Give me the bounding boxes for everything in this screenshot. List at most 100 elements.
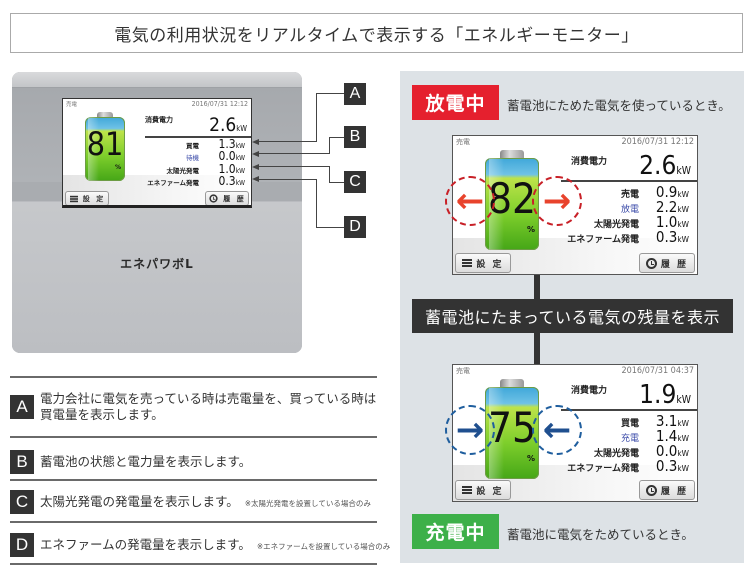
desc-text-d: エネファームの発電量を表示します。※エネファームを設置している場合のみ <box>40 537 390 555</box>
row-value-solar: 1.0kW <box>656 213 689 231</box>
unit: kW <box>677 418 689 428</box>
charge-tag: 充電中 <box>412 514 499 549</box>
row-value-buy: 3.1kW <box>656 412 689 430</box>
leader-a-top <box>316 93 344 94</box>
desc-text-d-main: エネファームの発電量を表示します。 <box>40 537 251 552</box>
settings-button[interactable]: 設 定 <box>65 191 109 205</box>
screen-separator <box>145 136 251 138</box>
desc-badge-b: B <box>10 450 34 474</box>
history-button[interactable]: 履 歴 <box>639 253 695 273</box>
leader-b-top <box>329 137 344 138</box>
connector-bar-top <box>534 263 540 299</box>
value: 0.0 <box>655 442 678 460</box>
value: 1.4 <box>655 427 678 445</box>
unit: kW <box>677 433 689 443</box>
battery-icon: 75 % <box>485 379 539 479</box>
divider <box>10 436 377 438</box>
callout-badge-b: B <box>344 126 366 148</box>
consumption-unit: kW <box>236 124 247 133</box>
desc-note-c: ※太陽光発電を設置している場合のみ <box>244 499 371 508</box>
menu-icon <box>462 486 473 494</box>
value: 2.2 <box>655 198 678 216</box>
value: 1.3 <box>218 137 236 151</box>
leader-d-bottom <box>316 227 344 228</box>
arrow-d <box>252 176 259 182</box>
settings-label: 設 定 <box>476 259 504 270</box>
desc-text-a-line2: 買電量を表示します。 <box>40 407 164 422</box>
battery-percent-unit: % <box>527 454 536 463</box>
clock-icon <box>645 257 657 269</box>
row-value-standby: 0.0kW <box>219 149 245 163</box>
row-value-enefarm: 0.3kW <box>656 457 689 475</box>
value: 1.0 <box>655 213 678 231</box>
history-button[interactable]: 履 歴 <box>205 191 249 205</box>
device-screen: 売電 2016/07/31 12:12 81 % 消費電力 2.6kW 買電 1… <box>62 98 252 208</box>
battery-body <box>485 387 539 479</box>
device-top-edge <box>12 72 302 88</box>
menu-icon <box>462 259 473 267</box>
clock-icon <box>645 484 657 496</box>
leader-a <box>259 93 317 142</box>
value: 0.3 <box>655 228 678 246</box>
history-label: 履 歴 <box>223 194 246 203</box>
row-value-enefarm: 0.3kW <box>656 228 689 246</box>
connector-bar-bottom <box>534 333 540 367</box>
unit: kW <box>235 154 245 162</box>
arrow-left-icon: ← <box>542 410 572 450</box>
divider <box>10 521 377 523</box>
history-button[interactable]: 履 歴 <box>639 480 695 500</box>
consumption-value: 2.6kW <box>639 152 691 185</box>
row-label-enefarm: エネファーム発電 <box>567 464 639 474</box>
row-value-sell: 0.9kW <box>656 183 689 201</box>
unit: kW <box>677 219 689 229</box>
unit: kW <box>235 179 245 187</box>
row-label-discharge: 放電 <box>620 205 639 215</box>
row-label-buy: 買電 <box>186 142 199 150</box>
page-title: 電気の利用状況をリアルタイムで表示する「エネルギーモニター」 <box>10 13 743 53</box>
desc-text-c-main: 太陽光発電の発電量を表示します。 <box>40 494 239 509</box>
callout-badge-c: C <box>344 171 366 193</box>
row-value-charge: 1.4kW <box>656 427 689 445</box>
history-label: 履 歴 <box>660 259 689 270</box>
settings-button[interactable]: 設 定 <box>455 480 511 500</box>
battery-cap <box>500 379 524 387</box>
divider <box>10 479 377 481</box>
row-label-solar: 太陽光発電 <box>166 167 200 175</box>
desc-text-a: 電力会社に電気を売っている時は売電量を、買っている時は 買電量を表示します。 <box>40 391 376 423</box>
screen-status: 売電 <box>456 138 470 146</box>
battery-percent: 81 <box>86 125 124 163</box>
value: 1.0 <box>218 162 236 176</box>
consumption-unit: kW <box>676 165 691 177</box>
desc-badge-c: C <box>10 490 34 514</box>
callout-badge-d: D <box>344 216 366 238</box>
consumption-label: 消費電力 <box>145 116 173 124</box>
charge-description: 蓄電池に電気をためているとき。 <box>507 527 694 542</box>
row-value-discharge: 2.2kW <box>656 198 689 216</box>
row-label-buy: 買電 <box>620 419 639 429</box>
battery-percent: 82 <box>487 174 537 223</box>
callout-badge-a: A <box>344 83 366 105</box>
screen-separator <box>561 409 697 411</box>
battery-body <box>85 117 125 181</box>
battery-percent-unit: % <box>527 225 536 234</box>
remaining-charge-banner: 蓄電池にたまっている電気の残量を表示 <box>412 299 733 333</box>
row-label-solar: 太陽光発電 <box>593 220 639 230</box>
arrow-a <box>252 139 259 145</box>
consumption-number: 2.6 <box>209 114 237 136</box>
consumption-unit: kW <box>676 394 691 406</box>
consumption-label: 消費電力 <box>571 386 608 396</box>
clock-icon <box>209 194 218 203</box>
desc-badge-d: D <box>10 533 34 557</box>
screen-datetime: 2016/07/31 12:12 <box>191 100 248 108</box>
unit: kW <box>677 448 689 458</box>
unit: kW <box>235 142 245 150</box>
screen-status: 売電 <box>456 367 470 375</box>
arrow-c <box>252 164 259 170</box>
discharge-flow-left: ← <box>445 176 495 226</box>
consumption-label: 消費電力 <box>571 157 608 167</box>
screen-datetime: 2016/07/31 04:37 <box>621 366 694 376</box>
battery-percent-unit: % <box>115 164 122 171</box>
unit: kW <box>677 204 689 214</box>
settings-button[interactable]: 設 定 <box>455 253 511 273</box>
leader-c-bottom <box>329 182 344 183</box>
